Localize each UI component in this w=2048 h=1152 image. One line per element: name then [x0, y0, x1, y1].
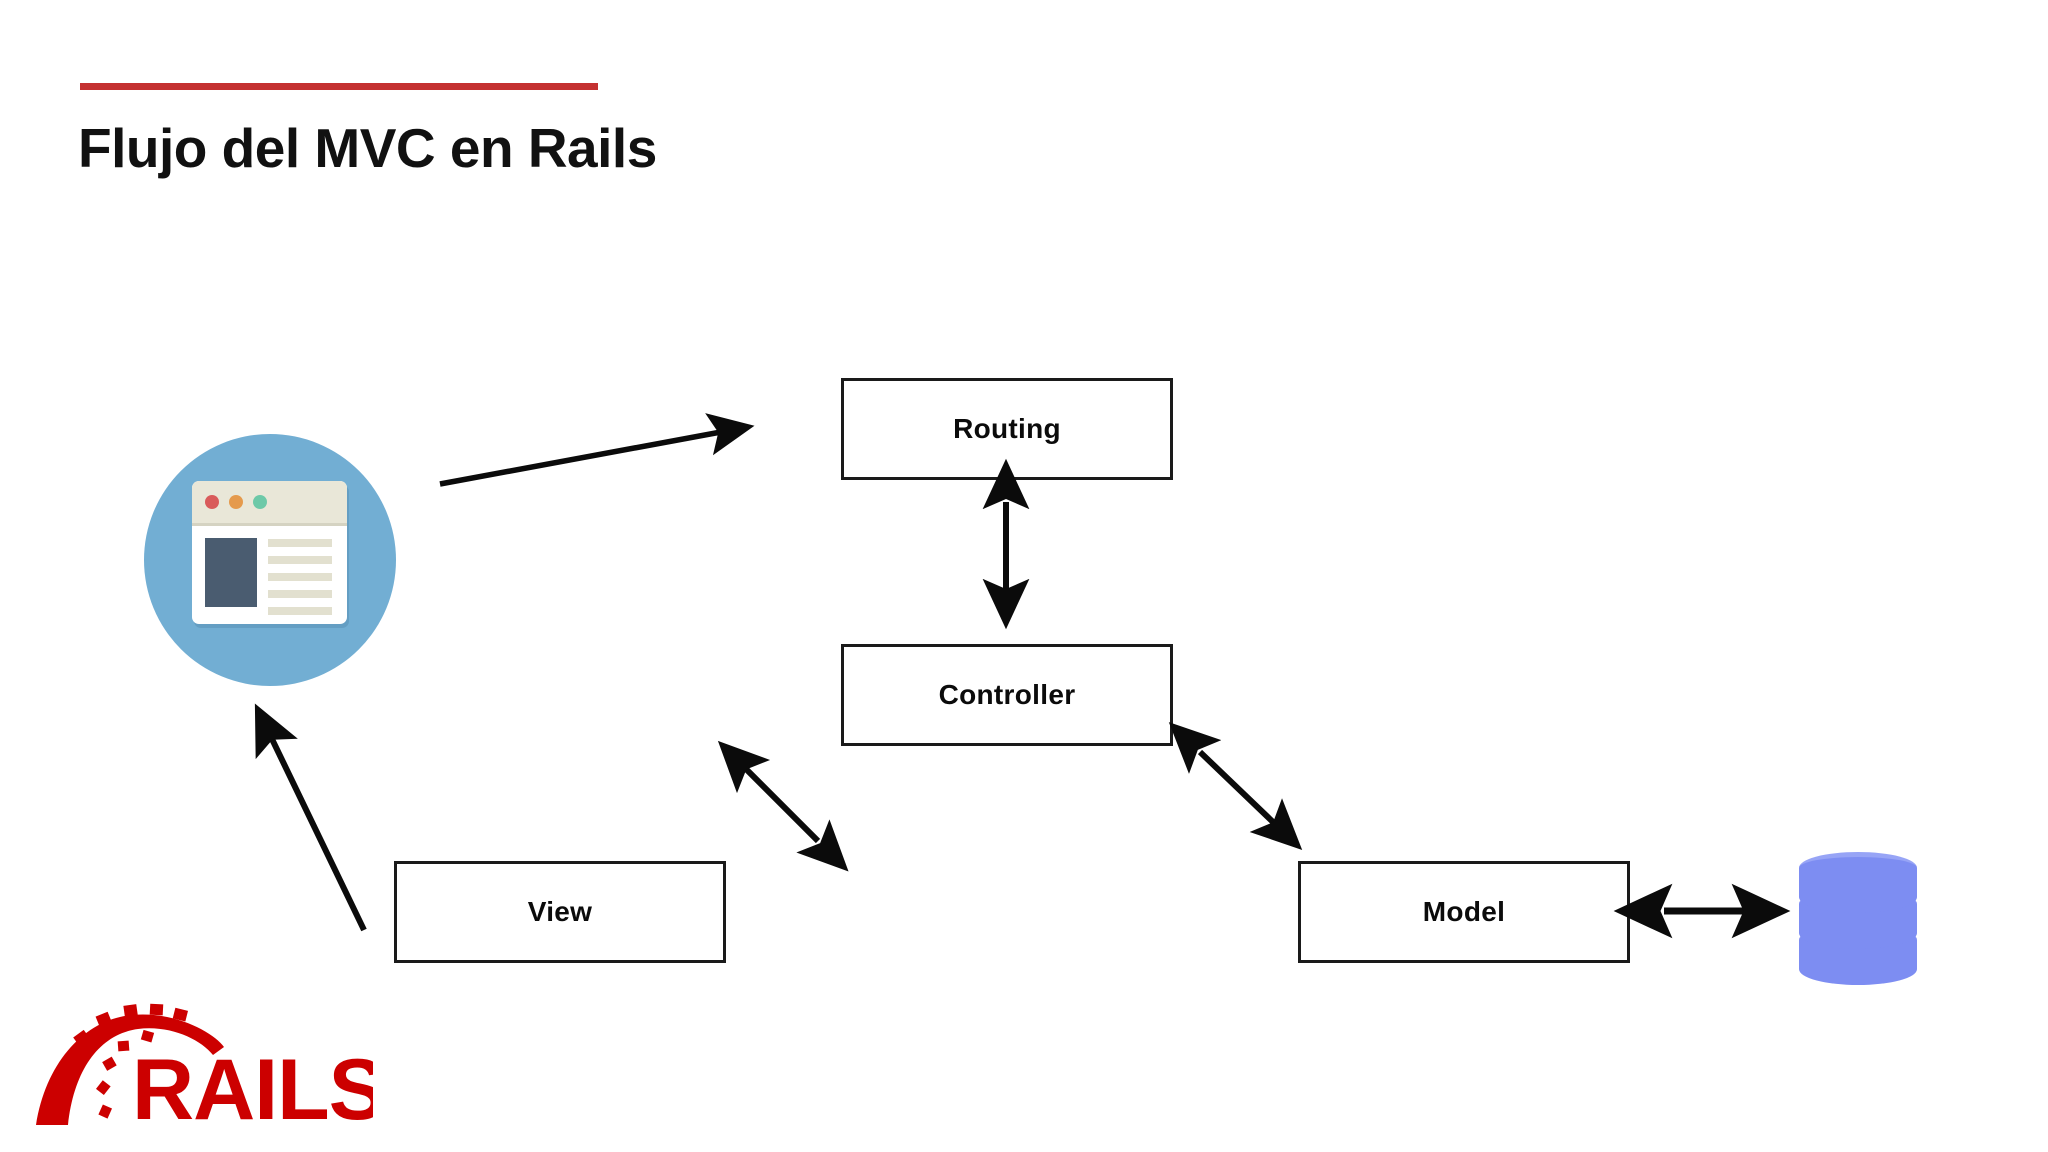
browser-icon-text-line	[268, 573, 332, 581]
rails-logo-wordmark: RAILS	[132, 1042, 373, 1138]
node-controller[interactable]: Controller	[841, 644, 1173, 746]
browser-icon-dot-green	[253, 495, 267, 509]
browser-icon-text-line	[268, 556, 332, 564]
node-routing[interactable]: Routing	[841, 378, 1173, 480]
database-disc-top	[1799, 852, 1917, 913]
browser-icon-text-line	[268, 590, 332, 598]
browser-icon-text-line	[268, 607, 332, 615]
node-view[interactable]: View	[394, 861, 726, 963]
rails-logo-swoosh	[36, 1003, 224, 1125]
browser-icon-text-line	[268, 539, 332, 547]
browser-icon-dot-red	[205, 495, 219, 509]
node-controller-label: Controller	[938, 679, 1076, 710]
database-cylinder-icon	[1799, 852, 1917, 985]
arrow-view-to-browser	[254, 703, 367, 932]
title-accent-rule	[80, 83, 598, 90]
browser-window-icon	[144, 434, 396, 686]
browser-icon-dot-orange	[229, 495, 243, 509]
rails-logo: RAILS	[36, 1003, 373, 1138]
node-model-label: Model	[1422, 896, 1506, 927]
page-title: Flujo del MVC en Rails	[78, 117, 657, 179]
node-routing-label: Routing	[953, 413, 1061, 444]
arrow-controller-view	[717, 740, 849, 872]
arrow-controller-model	[1168, 722, 1303, 850]
browser-icon-thumbnail	[205, 538, 257, 607]
node-view-label: View	[527, 896, 593, 927]
browser-icon-window	[192, 481, 347, 624]
node-model[interactable]: Model	[1298, 861, 1630, 963]
arrow-browser-to-routing	[439, 413, 755, 487]
